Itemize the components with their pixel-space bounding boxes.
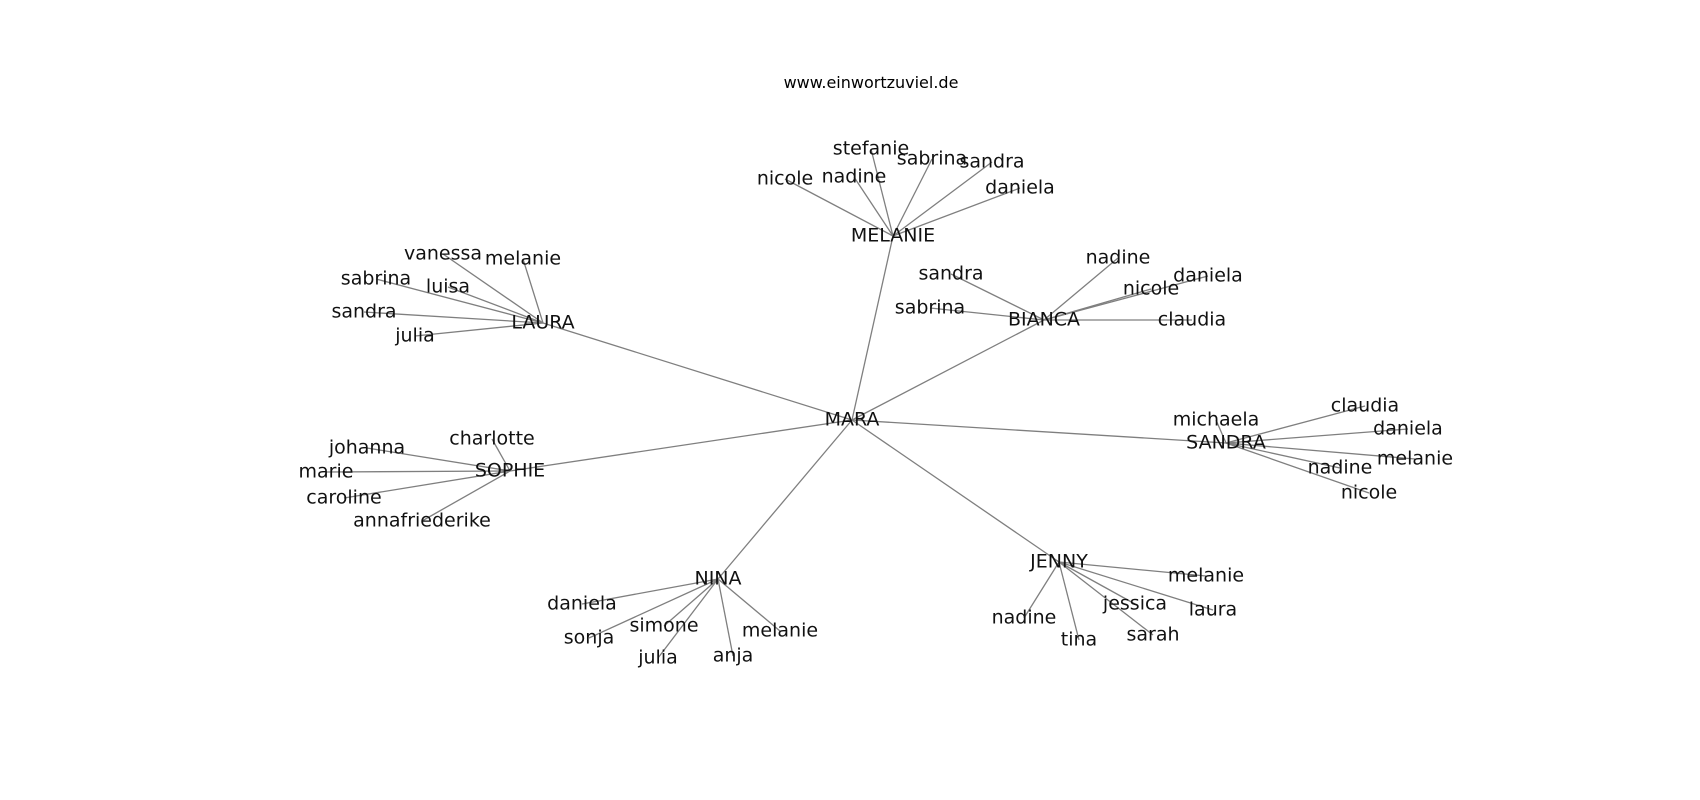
- leaf-node-label: johanna: [328, 437, 405, 459]
- leaf-node-label: nadine: [992, 607, 1057, 629]
- edge-hub-to-leaf: [892, 158, 933, 237]
- center-node-label: MARA: [825, 409, 880, 431]
- leaf-node-label: daniela: [1173, 265, 1243, 287]
- source-caption: www.einwortzuviel.de: [784, 73, 959, 92]
- edge-hub-to-leaf: [892, 161, 993, 237]
- leaf-node-label: sabrina: [895, 297, 965, 319]
- hub-node-label: MELANIE: [851, 225, 935, 247]
- edge-hub-to-leaf: [1058, 561, 1136, 605]
- leaf-node-label: nadine: [822, 166, 887, 188]
- leaf-node-label: jessica: [1102, 593, 1167, 615]
- edge-hub-to-leaf: [421, 470, 511, 522]
- edge-hub-to-leaf: [1225, 442, 1416, 460]
- leaf-node-label: sarah: [1126, 624, 1179, 646]
- leaf-node-label: nicole: [1341, 482, 1397, 504]
- edge-hub-to-leaf: [442, 253, 544, 324]
- leaf-node-label: claudia: [1331, 395, 1399, 417]
- leaf-node-label: nicole: [1123, 278, 1179, 300]
- leaf-node-label: laura: [1189, 599, 1237, 621]
- edge-hub-to-leaf: [1023, 561, 1060, 619]
- leaf-node-label: julia: [637, 647, 678, 669]
- edge-hub-to-leaf: [366, 447, 511, 472]
- edge-hub-to-leaf: [1043, 257, 1119, 321]
- edge-hub-to-leaf: [1058, 561, 1080, 641]
- hub-node-label: JENNY: [1029, 551, 1088, 573]
- edge-hub-to-leaf: [950, 273, 1045, 321]
- edge-hub-to-leaf: [784, 178, 894, 237]
- edge-hub-to-leaf: [657, 578, 719, 659]
- leaf-node-label: anja: [713, 645, 754, 667]
- edge-center-to-hub: [509, 419, 853, 472]
- leaf-node-label: sandra: [331, 301, 396, 323]
- edge-hub-to-leaf: [343, 470, 511, 499]
- edge-hub-to-leaf: [1225, 442, 1341, 469]
- leaf-node-label: sandra: [918, 263, 983, 285]
- hub-node-label: SOPHIE: [475, 460, 545, 482]
- leaf-node-label: michaela: [1173, 409, 1260, 431]
- leaf-node-label: annafriederike: [353, 510, 491, 532]
- leaf-node-label: charlotte: [449, 428, 534, 450]
- edge-hub-to-leaf: [929, 307, 1045, 321]
- edge-hub-to-leaf: [325, 470, 511, 473]
- leaf-node-label: claudia: [1158, 309, 1226, 331]
- edge-hub-to-leaf: [1058, 561, 1214, 611]
- leaf-node-label: vanessa: [404, 243, 482, 265]
- edge-hub-to-leaf: [363, 311, 544, 324]
- edge-hub-to-leaf: [522, 258, 544, 324]
- leaf-node-label: melanie: [742, 620, 818, 642]
- hub-node-label: BIANCA: [1008, 309, 1080, 331]
- edge-hub-to-leaf: [1043, 288, 1152, 321]
- node-labels: MELANIEstefaniesabrinasandranadinenicole…: [299, 138, 1454, 669]
- leaf-node-label: julia: [394, 325, 435, 347]
- leaf-node-label: stefanie: [833, 138, 909, 160]
- leaf-node-label: nadine: [1086, 247, 1151, 269]
- edge-hub-to-leaf: [663, 578, 719, 627]
- leaf-node-label: sabrina: [341, 268, 411, 290]
- edge-hub-to-leaf: [414, 322, 544, 337]
- edge-center-to-hub: [851, 419, 1060, 563]
- hub-node-label: SANDRA: [1186, 432, 1266, 454]
- edge-center-to-hub: [851, 235, 894, 421]
- leaf-node-label: daniela: [1373, 418, 1443, 440]
- edge-hub-to-leaf: [853, 176, 894, 237]
- edges: [325, 148, 1416, 659]
- leaf-node-label: melanie: [1377, 448, 1453, 470]
- leaf-node-label: tina: [1061, 629, 1097, 651]
- hub-node-label: LAURA: [511, 312, 574, 334]
- leaf-node-label: sandra: [959, 151, 1024, 173]
- leaf-node-label: daniela: [547, 593, 617, 615]
- edge-hub-to-leaf: [1225, 405, 1366, 444]
- leaf-node-label: melanie: [1168, 565, 1244, 587]
- leaf-node-label: sonja: [564, 627, 615, 649]
- leaf-node-label: luisa: [426, 276, 470, 298]
- leaf-node-label: daniela: [985, 177, 1055, 199]
- edge-hub-to-leaf: [1215, 419, 1227, 444]
- edge-center-to-hub: [851, 319, 1045, 421]
- leaf-node-label: caroline: [306, 487, 381, 509]
- edge-hub-to-leaf: [447, 286, 544, 324]
- leaf-node-label: nadine: [1308, 457, 1373, 479]
- leaf-node-label: simone: [629, 615, 698, 637]
- edge-hub-to-leaf: [717, 578, 734, 657]
- edge-hub-to-leaf: [1058, 561, 1154, 636]
- leaf-node-label: sabrina: [897, 148, 967, 170]
- edge-hub-to-leaf: [892, 187, 1021, 237]
- edge-hub-to-leaf: [1225, 442, 1370, 494]
- edge-hub-to-leaf: [588, 578, 719, 639]
- edge-hub-to-leaf: [581, 578, 719, 605]
- edge-hub-to-leaf: [717, 578, 781, 632]
- leaf-node-label: nicole: [757, 168, 813, 190]
- edge-center-to-hub: [717, 419, 853, 580]
- edge-center-to-hub: [542, 322, 853, 421]
- hub-node-label: NINA: [694, 568, 741, 590]
- edge-hub-to-leaf: [491, 438, 511, 472]
- edge-hub-to-leaf: [1058, 561, 1207, 577]
- leaf-node-label: marie: [299, 461, 354, 483]
- edge-hub-to-leaf: [870, 148, 894, 237]
- leaf-node-label: melanie: [485, 248, 561, 270]
- edge-center-to-hub: [851, 419, 1227, 444]
- edge-hub-to-leaf: [1225, 428, 1409, 444]
- edge-hub-to-leaf: [375, 278, 544, 324]
